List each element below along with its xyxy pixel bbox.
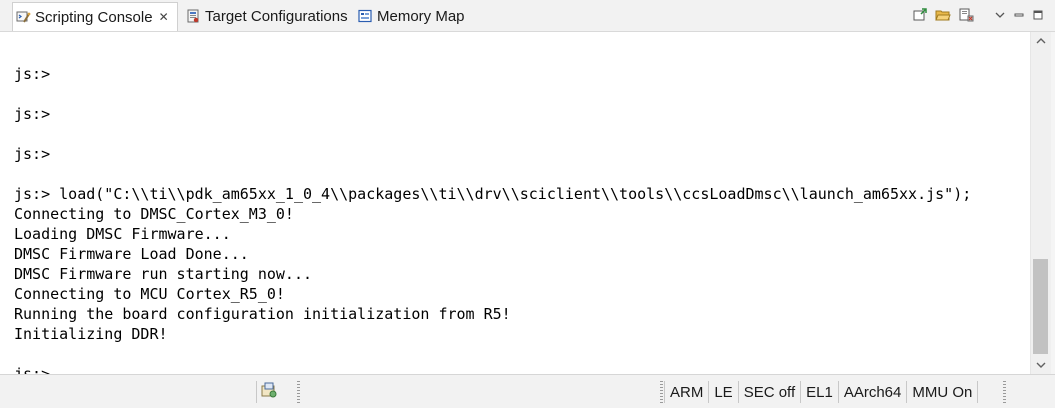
status-arch: ARM xyxy=(664,381,710,403)
target-config-icon xyxy=(185,8,201,24)
tab-target-configurations[interactable]: Target Configurations xyxy=(183,3,351,29)
status-security: SEC off xyxy=(739,381,802,403)
console-lines: ’ js:> js:> js:> js:> load("C:\\ti\\pdk_am65… xyxy=(14,32,971,374)
memory-map-icon xyxy=(357,8,373,24)
status-exception-level: EL1 xyxy=(801,381,839,403)
console-line: Initializing DDR! xyxy=(14,325,168,343)
status-endianness: LE xyxy=(709,381,739,403)
tab-label: Scripting Console xyxy=(35,8,153,26)
console-line xyxy=(14,84,971,104)
status-items: ARM LE SEC off EL1 AArch64 MMU On xyxy=(664,375,979,408)
target-status-icon[interactable] xyxy=(260,381,278,403)
clear-console-icon[interactable] xyxy=(957,6,975,24)
scripting-console-icon xyxy=(15,9,31,25)
console-line: Loading DMSC Firmware... xyxy=(14,225,231,243)
console-line: ’ xyxy=(14,32,24,43)
console-line xyxy=(14,44,971,64)
tab-scripting-console[interactable]: Scripting Console ✕ xyxy=(12,2,178,31)
status-grip[interactable] xyxy=(297,381,300,403)
open-file-icon[interactable] xyxy=(934,6,952,24)
new-console-icon[interactable] xyxy=(911,6,929,24)
console-line: Connecting to DMSC_Cortex_M3_0! xyxy=(14,205,294,223)
console-line xyxy=(14,124,971,144)
scroll-up-arrow-icon[interactable] xyxy=(1031,32,1051,50)
view-menu-icon[interactable] xyxy=(993,8,1007,22)
close-icon[interactable]: ✕ xyxy=(158,10,169,24)
console-line: js:> xyxy=(14,145,51,163)
console-line: js:> xyxy=(14,105,51,123)
console-line: js:> xyxy=(14,365,51,374)
vertical-scrollbar[interactable] xyxy=(1030,32,1051,374)
console-line xyxy=(14,344,971,364)
window-edge xyxy=(1051,32,1055,374)
tab-label: Memory Map xyxy=(377,7,465,25)
view-tab-bar: Scripting Console ✕ Target Configuration… xyxy=(0,0,1055,32)
tab-label: Target Configurations xyxy=(205,7,348,25)
status-target-cell[interactable] xyxy=(256,381,304,403)
status-grip[interactable] xyxy=(1003,381,1006,403)
minimize-icon[interactable] xyxy=(1012,8,1026,22)
scrollbar-thumb[interactable] xyxy=(1033,259,1048,354)
console-line: DMSC Firmware run starting now... xyxy=(14,265,313,283)
console-line: DMSC Firmware Load Done... xyxy=(14,245,249,263)
status-bar: ARM LE SEC off EL1 AArch64 MMU On xyxy=(0,374,1055,408)
console-line: Running the board configuration initiali… xyxy=(14,305,511,323)
status-execution-state: AArch64 xyxy=(839,381,908,403)
console-line xyxy=(14,164,971,184)
maximize-icon[interactable] xyxy=(1031,8,1045,22)
console-line: js:> xyxy=(14,65,51,83)
status-mmu: MMU On xyxy=(907,381,979,403)
console-line: js:> load("C:\\ti\\pdk_am65xx_1_0_4\\pac… xyxy=(14,185,972,203)
tab-memory-map[interactable]: Memory Map xyxy=(355,3,470,29)
scroll-down-arrow-icon[interactable] xyxy=(1031,356,1051,374)
status-grip[interactable] xyxy=(660,381,663,403)
console-output[interactable]: ’ js:> js:> js:> js:> load("C:\\ti\\pdk_am65… xyxy=(0,32,1030,374)
console-line: Connecting to MCU Cortex_R5_0! xyxy=(14,285,285,303)
view-toolbar xyxy=(911,4,1045,26)
